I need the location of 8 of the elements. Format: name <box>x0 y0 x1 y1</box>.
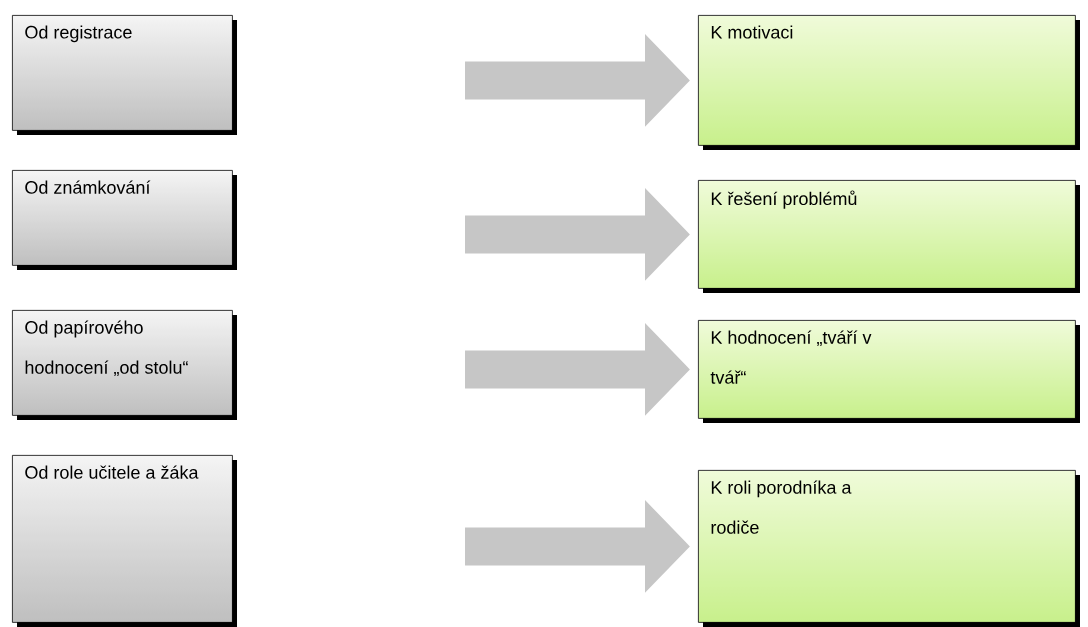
process-box: Od papírového hodnocení „od stolu“ <box>12 310 237 420</box>
process-box: Od role učitele a žáka <box>12 455 237 627</box>
process-box: K motivaci <box>698 15 1080 150</box>
process-box: K roli porodníka a rodiče <box>698 470 1080 627</box>
process-box: K hodnocení „tváří v tvář“ <box>698 320 1080 423</box>
process-box: Od známkování <box>12 170 237 270</box>
process-box: Od registrace <box>12 15 237 135</box>
process-box: K řešení problémů <box>698 180 1080 293</box>
